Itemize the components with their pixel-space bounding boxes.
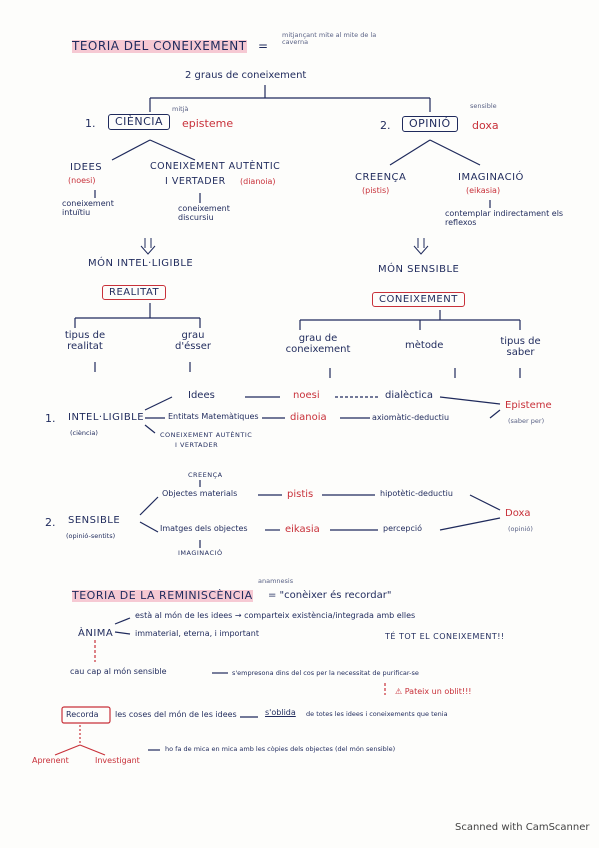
- intel-number: 1.: [45, 412, 56, 425]
- header-grau-coneixement: grau de coneixement: [285, 333, 351, 355]
- intel-saber: (saber per): [508, 417, 545, 425]
- reminiscencia-title: TEORIA DE LA REMINISCÈNCIA: [72, 589, 253, 603]
- opinio-creenca: CREENÇA: [355, 172, 407, 183]
- sens-imaginacio: IMAGINACIÓ: [178, 549, 223, 557]
- coneixement-box: CONEIXEMENT: [372, 292, 465, 307]
- cau-rest: s'empresona dins del cos per la necessit…: [232, 669, 419, 677]
- intel-episteme: Episteme: [505, 400, 552, 411]
- graus-label: 2 graus de coneixement: [185, 70, 307, 81]
- ciencia-small: mitjà: [172, 105, 189, 113]
- opinio-small: sensible: [470, 102, 497, 110]
- sens-pistis: pistis: [287, 489, 314, 500]
- recorda-text: les coses del món de les idees: [115, 710, 237, 719]
- opinio-number: 2.: [380, 119, 391, 132]
- cau-oblit: ⚠ Pateix un oblit!!!: [395, 687, 472, 696]
- sens-number: 2.: [45, 516, 56, 529]
- intel-dianoia: dianoia: [290, 412, 327, 423]
- title-note: mitjançant mite al mite de la caverna: [282, 31, 377, 47]
- ciencia-box: CIÈNCIA: [108, 114, 171, 131]
- sens-objectes: Objectes materials: [162, 489, 238, 498]
- intel-noesi: noesi: [293, 390, 320, 401]
- reminiscencia-small: anamnesis: [258, 577, 294, 585]
- sens-sub: (opinió-sentits): [66, 532, 116, 540]
- sens-creenca: CREENÇA: [188, 471, 223, 479]
- ciencia-idees: IDEES: [70, 162, 103, 173]
- intel-entitats: Entitats Matemàtiques: [168, 412, 259, 421]
- opinio-imaginacio: IMAGINACIÓ: [458, 172, 524, 183]
- sens-opinio: (opinió): [508, 525, 533, 533]
- anima-line2: immaterial, eterna, i important: [135, 629, 259, 638]
- sens-doxa: Doxa: [505, 508, 531, 519]
- page-title: TEORIA DEL CONEIXEMENT: [72, 39, 247, 54]
- ciencia-idees-desc: coneixement intuïtiu: [62, 199, 114, 217]
- intel-idees: Idees: [188, 390, 215, 401]
- anima-te-tot: TÉ TOT EL CONEIXEMENT!!: [385, 632, 505, 641]
- header-grau-esser: grau d'ésser: [175, 330, 211, 352]
- intel-autentic: CONEIXEMENT AUTÈNTIC: [160, 431, 253, 439]
- recorda-fa: ho fa de mica en mica amb les còpies del…: [165, 745, 396, 753]
- scanner-watermark: Scanned with CamScanner: [455, 822, 590, 833]
- intel-vertader: I VERTADER: [175, 441, 219, 449]
- sens-percepcio: percepció: [383, 524, 423, 533]
- realitat-box: REALITAT: [102, 285, 167, 300]
- ciencia-noesi: (noesi): [68, 176, 96, 185]
- recorda-oblida: s'oblida: [265, 708, 296, 717]
- sens-imatges: Imatges dels objectes: [160, 524, 248, 533]
- header-tipus-realitat: tipus de realitat: [64, 330, 106, 352]
- ciencia-vertader: I VERTADER: [165, 176, 226, 187]
- recorda-investigant: Investigant: [95, 756, 140, 765]
- opinio-eikasia: (eikasia): [466, 186, 501, 195]
- sens-hipotetic: hipotètic-deductiu: [380, 489, 453, 498]
- header-metode: mètode: [405, 340, 444, 351]
- opinio-box: OPINIÓ: [402, 116, 458, 133]
- intel-sub: (ciència): [70, 429, 98, 437]
- reminiscencia-def: = "conèixer és recordar": [268, 590, 392, 601]
- recorda-oblida-rest: de totes les idees i coneixements que te…: [306, 710, 448, 718]
- header-tipus-saber: tipus de saber: [500, 336, 541, 358]
- intel-axiomatic: axiomàtic-deductiu: [372, 413, 450, 422]
- ciencia-dianoia: (dianoia): [240, 177, 276, 186]
- anima-line1: està al món de les idees → comparteix ex…: [135, 611, 416, 620]
- opinio-greek: doxa: [472, 119, 499, 132]
- ciencia-autentic: CONEIXEMENT AUTÈNTIC: [150, 161, 281, 172]
- recorda-aprenent: Aprenent: [32, 756, 69, 765]
- sens-label: SENSIBLE: [68, 515, 121, 526]
- ciencia-greek: episteme: [182, 117, 234, 130]
- cau-text: cau cap al món sensible: [70, 667, 167, 676]
- opinio-imag-desc: contemplar indirectament els reflexos: [445, 209, 564, 227]
- ciencia-autentic-desc: coneixement discursiu: [178, 204, 230, 222]
- intel-label: INTEL·LIGIBLE: [68, 412, 145, 423]
- mon-sensible: MÓN SENSIBLE: [378, 264, 460, 275]
- recorda-label: Recorda: [66, 710, 99, 719]
- title-equals: =: [258, 39, 269, 53]
- ciencia-number: 1.: [85, 117, 96, 130]
- sens-eikasia: eikasia: [285, 524, 320, 535]
- mon-intelligible: MÓN INTEL·LIGIBLE: [88, 258, 194, 269]
- intel-dialectica: dialèctica: [385, 390, 434, 401]
- anima-label: ÀNIMA: [78, 628, 114, 639]
- opinio-pistis: (pistis): [362, 186, 390, 195]
